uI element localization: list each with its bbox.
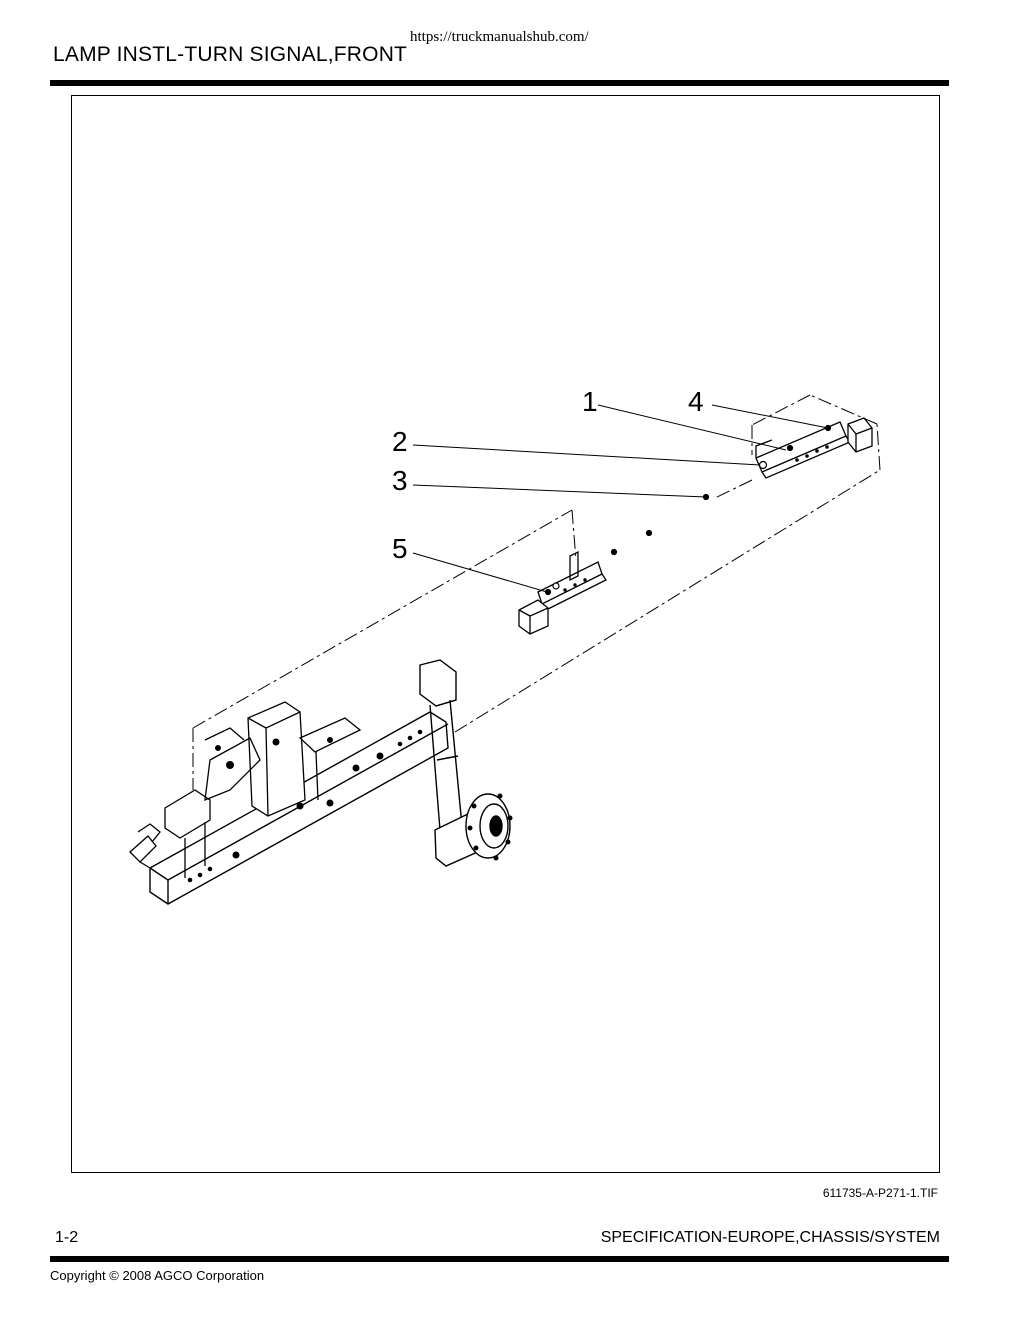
figure-file-id: 611735-A-P271-1.TIF [822, 1186, 938, 1200]
source-url[interactable]: https://truckmanualshub.com/ [410, 29, 589, 45]
axle-holes [187, 729, 423, 883]
callout-1: 1 [582, 386, 598, 417]
assembly-outline [192, 394, 881, 790]
left-bracket-hardware [544, 529, 653, 596]
figure-frame [71, 95, 940, 1173]
callout-4: 4 [688, 386, 704, 417]
right-lamp-bracket [755, 417, 873, 479]
page-number: 1-2 [55, 1229, 79, 1246]
left-lamp-bracket [518, 550, 607, 635]
wheel-hub [465, 793, 511, 859]
header-rule [50, 80, 949, 86]
callout-2: 2 [392, 426, 408, 457]
callout-5: 5 [392, 533, 408, 564]
copyright-notice: Copyright © 2008 AGCO Corporation [50, 1268, 265, 1283]
leader-lines [412, 404, 829, 593]
callout-numbers: 1 4 2 3 5 [392, 386, 704, 564]
mount-bolts [215, 737, 333, 810]
center-mount [204, 701, 362, 817]
section-title: SPECIFICATION-EUROPE,CHASSIS/SYSTEM [600, 1229, 940, 1246]
right-bracket-hardware [702, 424, 832, 501]
axle-left-bracket [129, 789, 211, 878]
page-title: LAMP INSTL-TURN SIGNAL,FRONT [53, 43, 408, 66]
callout-3: 3 [392, 465, 408, 496]
footer-rule [50, 1256, 949, 1262]
hub-studs [467, 793, 513, 861]
